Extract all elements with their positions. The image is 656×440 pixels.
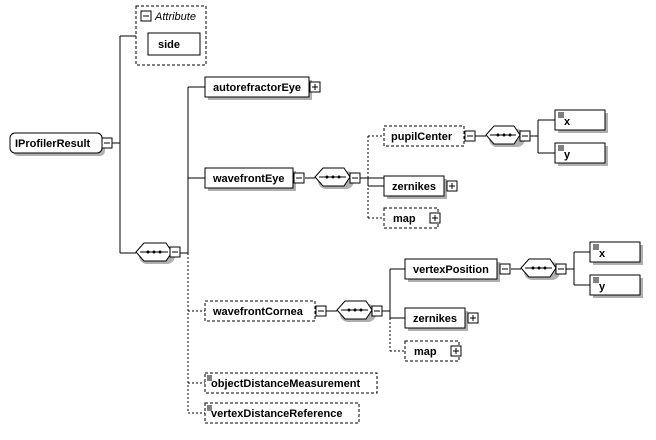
wavefrontEye-sequence-compositor[interactable] [314, 167, 361, 189]
pupilCenter-label: pupilCenter [391, 131, 453, 143]
attribute-group: Attribute side [135, 5, 207, 66]
element-vertex-x[interactable]: x [589, 241, 643, 265]
vertexPosition-label: vertexPosition [413, 264, 489, 276]
element-vertex-y[interactable]: y [589, 274, 643, 298]
attribute-side: side [158, 39, 180, 51]
element-zernikes-cornea[interactable]: zernikes [404, 307, 479, 331]
wavefrontCornea-sequence-compositor[interactable] [336, 300, 383, 322]
attribute-title: Attribute [154, 11, 196, 23]
element-map-eye[interactable]: map [383, 207, 441, 229]
element-wavefrontEye[interactable]: wavefrontEye [204, 167, 305, 191]
element-map-cornea[interactable]: map [404, 340, 462, 362]
wavefrontCornea-label: wavefrontCornea [212, 306, 304, 318]
vertex-y-label: y [599, 281, 606, 293]
vertexPosition-sequence-compositor[interactable] [520, 258, 567, 280]
element-pupil-y[interactable]: y [554, 142, 608, 166]
vertexDistanceReference-label: vertexDistanceReference [211, 408, 342, 420]
element-vertexPosition[interactable]: vertexPosition [404, 258, 511, 282]
vertex-x-label: x [599, 248, 606, 260]
element-wavefrontCornea[interactable]: wavefrontCornea [204, 300, 327, 322]
element-objectDistanceMeasurement[interactable]: objectDistanceMeasurement [204, 372, 378, 394]
map-cornea-label: map [414, 346, 437, 358]
element-pupil-x[interactable]: x [554, 109, 608, 133]
pupilCenter-sequence-compositor[interactable] [485, 125, 531, 147]
connector-lines [112, 35, 590, 414]
wavefrontEye-label: wavefrontEye [212, 173, 285, 185]
zernikes-cornea-label: zernikes [413, 313, 457, 325]
main-sequence-compositor[interactable] [135, 242, 181, 264]
map-eye-label: map [393, 213, 416, 225]
pupil-x-label: x [564, 116, 571, 128]
autorefractorEye-label: autorefractorEye [213, 82, 301, 94]
root-element[interactable]: IProfilerResult [9, 132, 105, 156]
element-zernikes-eye[interactable]: zernikes [383, 175, 458, 199]
element-vertexDistanceReference[interactable]: vertexDistanceReference [204, 402, 360, 424]
zernikes-eye-label: zernikes [392, 181, 436, 193]
pupil-y-label: y [564, 149, 571, 161]
element-pupilCenter[interactable]: pupilCenter [383, 125, 476, 147]
collapse-icon[interactable] [101, 137, 113, 149]
element-autorefractorEye[interactable]: autorefractorEye [204, 76, 321, 100]
root-label: IProfilerResult [15, 138, 91, 150]
objectDistanceMeasurement-label: objectDistanceMeasurement [211, 378, 360, 390]
